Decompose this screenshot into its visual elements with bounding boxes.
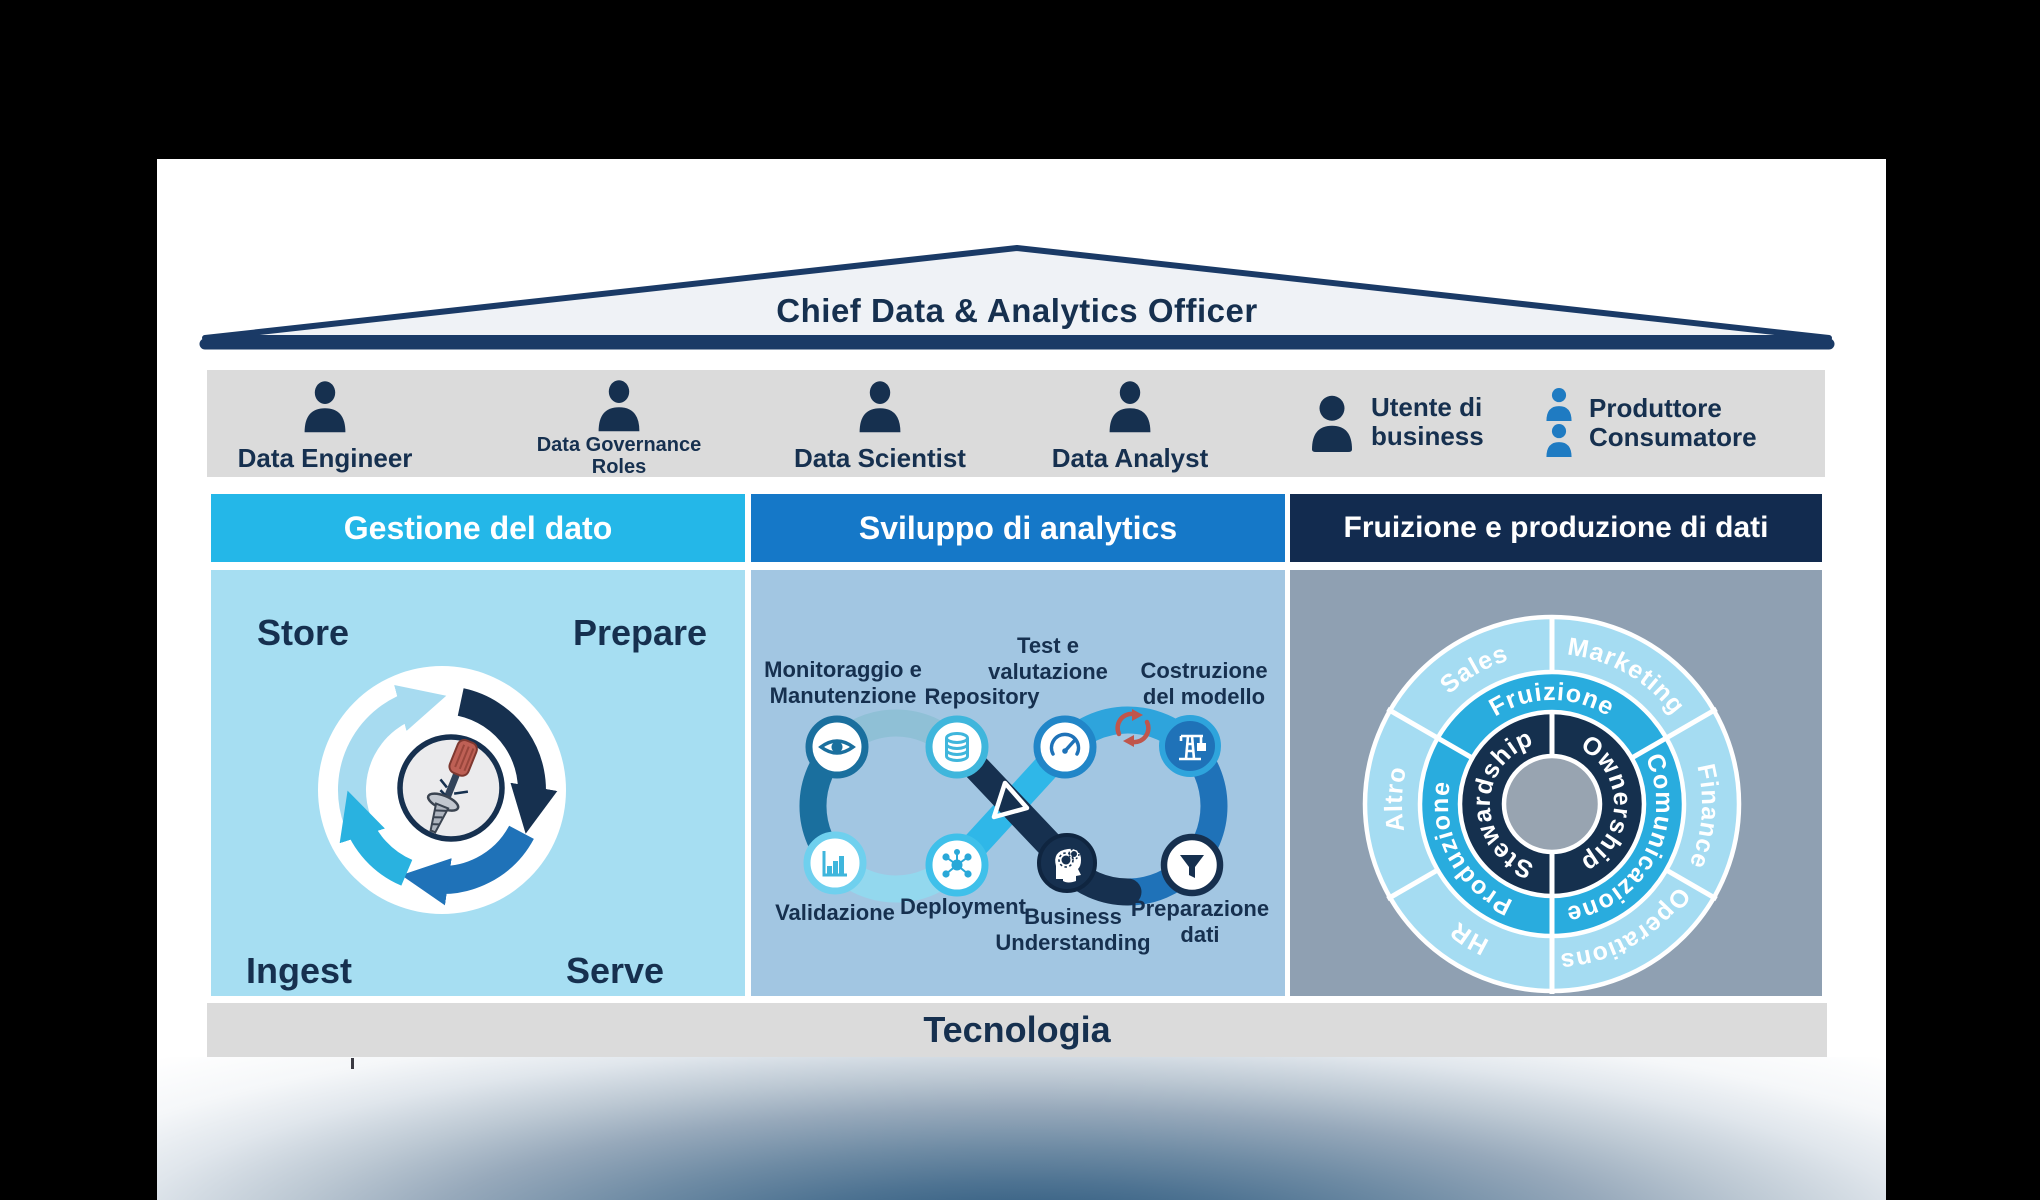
page-title: Chief Data & Analytics Officer — [776, 292, 1258, 329]
slide-canvas: Chief Data & Analytics Officer Data Engi… — [157, 159, 1886, 1200]
panel-fruizione-produzione: Sales Marketing Finance Operations HR Al… — [1290, 570, 1822, 996]
wheel-ring-borders — [1362, 614, 1742, 994]
business-understanding-head-icon — [1037, 833, 1097, 893]
role-produttore-consumatore: Produttore Consumatore — [1543, 388, 1757, 457]
technology-bar: Tecnologia — [207, 1003, 1827, 1057]
screwdriver-icon — [426, 739, 478, 834]
step-costruzione-modello: Costruzione del modello — [1140, 658, 1268, 709]
governance-wheel-graphic: Sales Marketing Finance Operations HR Al… — [1362, 614, 1742, 994]
wheel-separators — [1386, 615, 1718, 994]
step-preparazione-dati: Preparazione dati — [1130, 896, 1270, 947]
person-icon — [1546, 424, 1572, 457]
person-icon — [1312, 395, 1352, 452]
model-crane-icon — [1159, 715, 1221, 777]
person-icon — [304, 381, 346, 433]
cycle-label-serve: Serve — [565, 950, 665, 991]
cycle-arrow-ingest — [339, 790, 413, 886]
analytics-loop-graphic — [799, 706, 1228, 906]
cycle-label-prepare: Prepare — [572, 612, 708, 653]
cycle-label-ingest: Ingest — [245, 950, 353, 991]
role-label: Produttore Consumatore — [1589, 392, 1757, 452]
role-label: Utente di business — [1371, 392, 1484, 451]
triangle-marker — [991, 780, 1030, 820]
step-monitoraggio: Monitoraggio e Manutenzione — [764, 657, 922, 708]
step-deployment: Deployment — [900, 894, 1026, 919]
wheel-hole — [1506, 758, 1598, 850]
step-business-understanding: Business Understanding — [995, 904, 1151, 955]
data-prep-funnel-icon — [1160, 833, 1224, 897]
repository-database-icon — [925, 715, 989, 779]
cycle-arrow-serve — [401, 825, 534, 906]
bottom-glow — [157, 1057, 1886, 1200]
role-utente-business: Utente di business — [1307, 392, 1484, 452]
role-data-engineer: Data Engineer — [235, 378, 415, 472]
step-test-valutazione: Test e valutazione — [988, 633, 1108, 684]
data-cycle-graphic — [318, 666, 566, 914]
test-gauge-icon — [1033, 715, 1097, 779]
person-icon — [598, 380, 640, 432]
step-validazione: Validazione — [775, 900, 895, 925]
wheel-label-altro: Altro — [1380, 764, 1412, 834]
person-icon — [859, 381, 901, 433]
roof-triangle — [202, 245, 1832, 341]
roles-band: Data Engineer Data Governance Roles Data… — [207, 370, 1825, 478]
role-data-scientist: Data Scientist — [790, 378, 970, 472]
step-repository: Repository — [924, 684, 1040, 709]
person-icon — [1546, 388, 1572, 421]
validation-chart-icon — [803, 831, 867, 895]
monitoring-eye-icon — [805, 715, 869, 779]
cursor-tick — [351, 1058, 354, 1069]
role-label: Data Governance — [536, 434, 702, 456]
deployment-network-icon — [925, 833, 989, 897]
role-label: Data Engineer — [237, 443, 413, 473]
header-sviluppo-analytics: Sviluppo di analytics — [751, 494, 1285, 562]
roof-shape — [199, 245, 1835, 350]
iterate-refresh-icon — [1115, 709, 1151, 747]
panel-sviluppo-analytics: Monitoraggio e Manutenzione Repository T… — [751, 570, 1285, 996]
role-data-analyst: Data Analyst — [1040, 378, 1220, 472]
header-gestione-del-dato: Gestione del dato — [211, 494, 745, 562]
role-label-line2: Roles — [591, 456, 647, 478]
panel-gestione-del-dato: Store Prepare Ingest Serve — [211, 570, 745, 996]
cycle-arrow-prepare — [457, 688, 558, 834]
role-data-governance: Data Governance Roles — [529, 378, 709, 478]
double-person-icon — [1543, 388, 1575, 457]
role-label: Data Scientist — [794, 443, 966, 473]
person-icon — [1109, 381, 1151, 433]
role-label: Data Analyst — [1051, 443, 1209, 473]
cycle-label-store: Store — [256, 612, 350, 653]
header-fruizione-produzione: Fruizione e produzione di dati — [1290, 494, 1822, 562]
